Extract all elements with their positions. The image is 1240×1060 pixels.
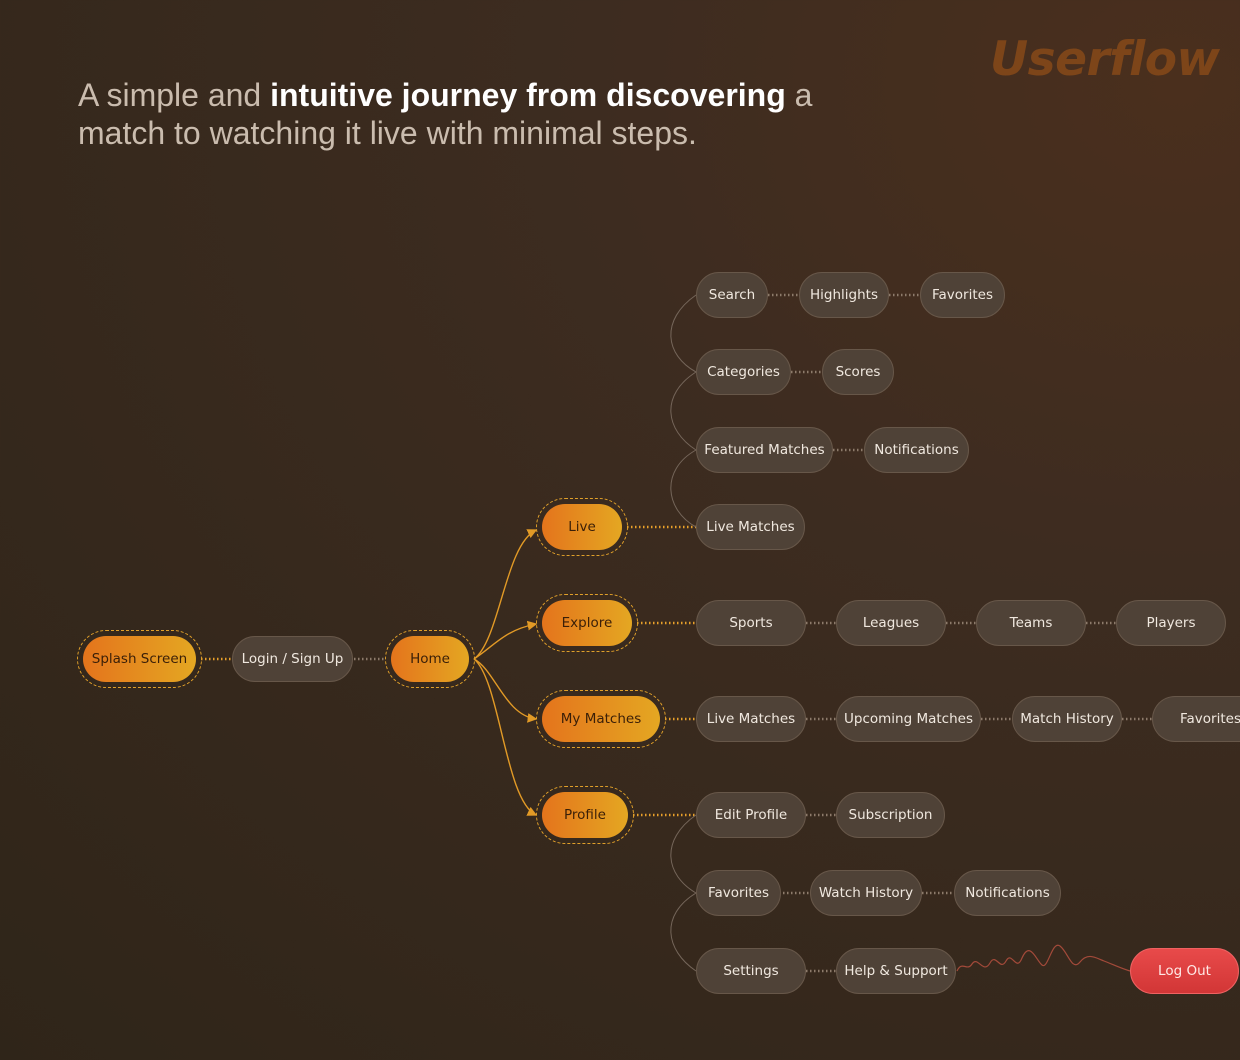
- node-live-matches[interactable]: Live Matches: [696, 504, 805, 550]
- node-label: Featured Matches: [704, 442, 825, 458]
- node-label: Scores: [835, 364, 881, 380]
- node-highlights[interactable]: Highlights: [799, 272, 889, 318]
- node-label: Highlights: [810, 287, 878, 303]
- node-favorites-live[interactable]: Favorites: [920, 272, 1005, 318]
- node-my-matches[interactable]: My Matches: [536, 690, 666, 748]
- node-upcoming-matches[interactable]: Upcoming Matches: [836, 696, 981, 742]
- node-label: Watch History: [818, 885, 914, 901]
- node-home[interactable]: Home: [385, 630, 475, 688]
- group-curves: [670, 294, 697, 972]
- home-branch-lines: [473, 529, 538, 816]
- node-teams[interactable]: Teams: [976, 600, 1086, 646]
- userflow-title: Userflow: [990, 32, 1220, 87]
- node-scores[interactable]: Scores: [822, 349, 894, 395]
- node-featured-matches[interactable]: Featured Matches: [696, 427, 833, 473]
- node-login-signup[interactable]: Login / Sign Up: [232, 636, 353, 682]
- intro-text: A simple and intuitive journey from disc…: [78, 76, 838, 152]
- node-match-history[interactable]: Match History: [1012, 696, 1122, 742]
- node-label: Log Out: [1158, 963, 1211, 979]
- node-label: Live Matches: [706, 519, 795, 535]
- node-sports[interactable]: Sports: [696, 600, 806, 646]
- node-label: Notifications: [965, 885, 1050, 901]
- secondary-dotted-links: [354, 293, 1152, 973]
- node-label: Help & Support: [844, 963, 948, 979]
- node-label: Favorites: [932, 287, 993, 303]
- node-mm-favorites[interactable]: Favorites: [1152, 696, 1240, 742]
- node-label: Notifications: [874, 442, 959, 458]
- node-pr-notifications[interactable]: Notifications: [954, 870, 1061, 916]
- node-label: Favorites: [1180, 711, 1240, 727]
- intro-tail: a match to watching it live with minimal…: [78, 77, 813, 151]
- node-notifications-live[interactable]: Notifications: [864, 427, 969, 473]
- node-label: Live Matches: [706, 711, 796, 727]
- node-log-out[interactable]: Log Out: [1130, 948, 1239, 994]
- node-edit-profile[interactable]: Edit Profile: [696, 792, 806, 838]
- node-label: Profile: [564, 807, 606, 823]
- node-settings[interactable]: Settings: [696, 948, 806, 994]
- node-label: Settings: [723, 963, 779, 979]
- node-splash-screen[interactable]: Splash Screen: [77, 630, 202, 688]
- node-search[interactable]: Search: [696, 272, 768, 318]
- node-label: Upcoming Matches: [844, 711, 973, 727]
- node-label: Leagues: [862, 615, 920, 631]
- node-label: Categories: [707, 364, 780, 380]
- node-profile[interactable]: Profile: [536, 786, 634, 844]
- node-categories[interactable]: Categories: [696, 349, 791, 395]
- node-label: Explore: [561, 615, 613, 631]
- node-label: Subscription: [848, 807, 933, 823]
- node-label: Login / Sign Up: [241, 651, 344, 667]
- node-label: Match History: [1020, 711, 1114, 727]
- node-players[interactable]: Players: [1116, 600, 1226, 646]
- node-live[interactable]: Live: [536, 498, 628, 556]
- node-label: Home: [410, 651, 450, 667]
- node-label: My Matches: [560, 711, 642, 727]
- node-label: Players: [1146, 615, 1196, 631]
- node-watch-history[interactable]: Watch History: [810, 870, 922, 916]
- node-label: Favorites: [708, 885, 769, 901]
- intro-highlight: intuitive journey from discovering: [270, 77, 786, 113]
- node-pr-favorites[interactable]: Favorites: [696, 870, 781, 916]
- node-label: Sports: [729, 615, 773, 631]
- primary-dotted-links: [201, 525, 696, 817]
- logout-squiggle: [956, 944, 1131, 972]
- node-leagues[interactable]: Leagues: [836, 600, 946, 646]
- node-help-support[interactable]: Help & Support: [836, 948, 956, 994]
- intro-lead: A simple and: [78, 77, 271, 113]
- node-explore[interactable]: Explore: [536, 594, 638, 652]
- node-mm-live-matches[interactable]: Live Matches: [696, 696, 806, 742]
- node-label: Live: [568, 519, 596, 535]
- node-label: Search: [708, 287, 756, 303]
- node-label: Teams: [1009, 615, 1053, 631]
- node-label: Edit Profile: [714, 807, 788, 823]
- node-subscription[interactable]: Subscription: [836, 792, 945, 838]
- node-label: Splash Screen: [91, 651, 188, 667]
